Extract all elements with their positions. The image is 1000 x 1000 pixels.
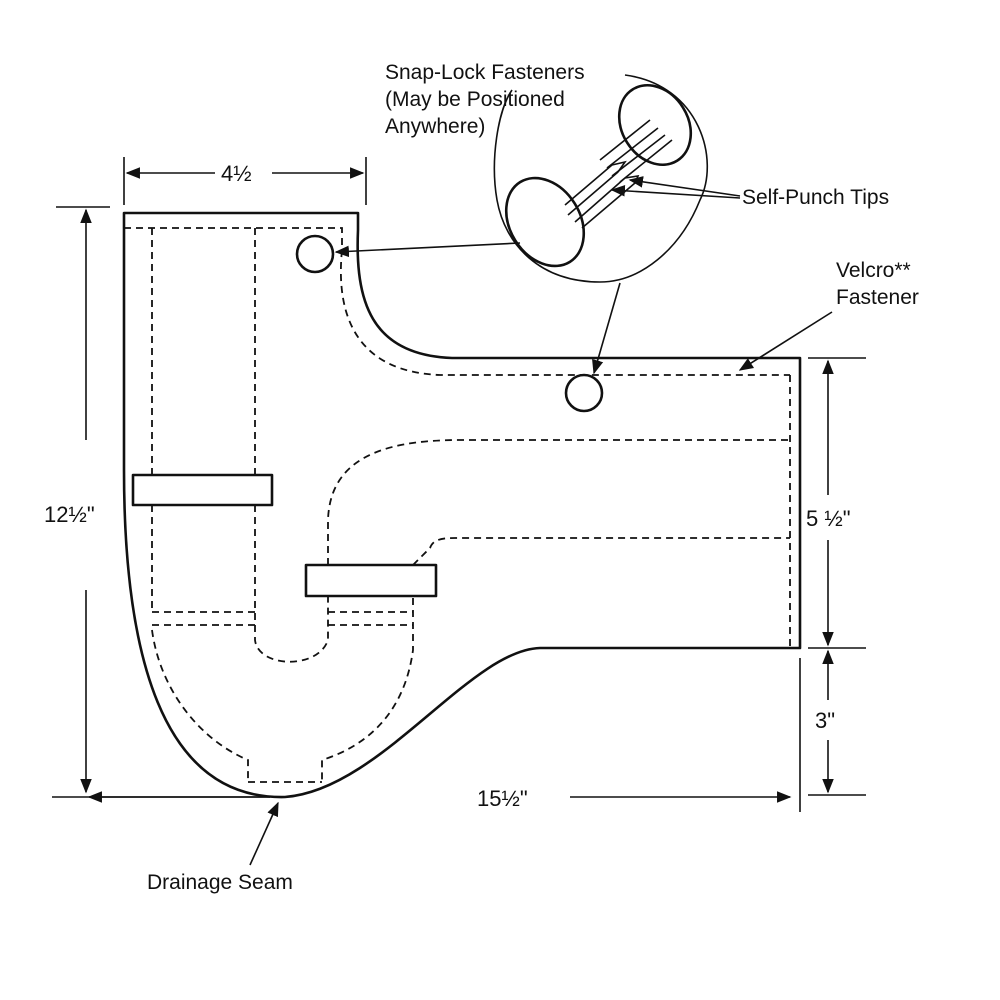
dim-text-outlet-height: 5 ½"	[806, 506, 851, 531]
dim-text-bottom-gap: 3"	[815, 708, 835, 733]
dim-text-total-width: 15½"	[477, 786, 528, 811]
leader-self-punch-upper	[628, 176, 741, 197]
leader-to-top-fastener	[334, 242, 521, 258]
snap-lock-fastener-right	[564, 373, 604, 413]
label-snap-lock-line1: Snap-Lock Fasteners	[385, 61, 585, 84]
upper-elbow	[327, 439, 790, 565]
label-snap-lock-line3: Anywhere)	[385, 115, 485, 138]
cover-outline	[122, 211, 802, 799]
label-velcro-line2: Fastener	[836, 286, 919, 309]
dim-text-total-height: 12½"	[44, 502, 95, 527]
label-snap-lock-line2: (May be Positioned	[385, 88, 565, 111]
fastener-detail-callout	[493, 74, 708, 283]
trap-outer-bend	[151, 629, 249, 782]
dimension-outlet-height	[808, 357, 866, 649]
dim-text-top-width: 4½	[221, 161, 252, 186]
lower-band-left	[152, 611, 255, 626]
lower-band-right	[328, 611, 413, 626]
fastener-disc-small	[617, 84, 693, 166]
label-drainage-seam: Drainage Seam	[147, 871, 293, 894]
leader-drainage-seam	[249, 801, 279, 866]
dimension-top-width	[123, 157, 367, 205]
trap-inner-bend	[321, 598, 414, 782]
fastener-prongs	[564, 119, 673, 229]
detail-circle-arc	[493, 74, 708, 283]
label-self-punch-tips: Self-Punch Tips	[742, 186, 889, 209]
dashed-outer-contour	[124, 227, 790, 376]
dimension-total-height	[56, 206, 110, 794]
leader-velcro	[738, 311, 833, 371]
lower-coupling-nut	[304, 563, 438, 598]
label-velcro-line1: Velcro**	[836, 259, 911, 282]
dimension-bottom-gap	[799, 649, 866, 812]
leader-to-right-fastener	[592, 282, 621, 375]
snap-lock-fastener-top	[295, 234, 335, 274]
upper-coupling-nut	[131, 473, 274, 507]
vertical-pipe-right-lower	[254, 505, 329, 663]
leader-self-punch-lower	[610, 185, 741, 199]
lower-horizontal-pipe	[412, 537, 790, 566]
fastener-disc-large	[504, 176, 586, 268]
